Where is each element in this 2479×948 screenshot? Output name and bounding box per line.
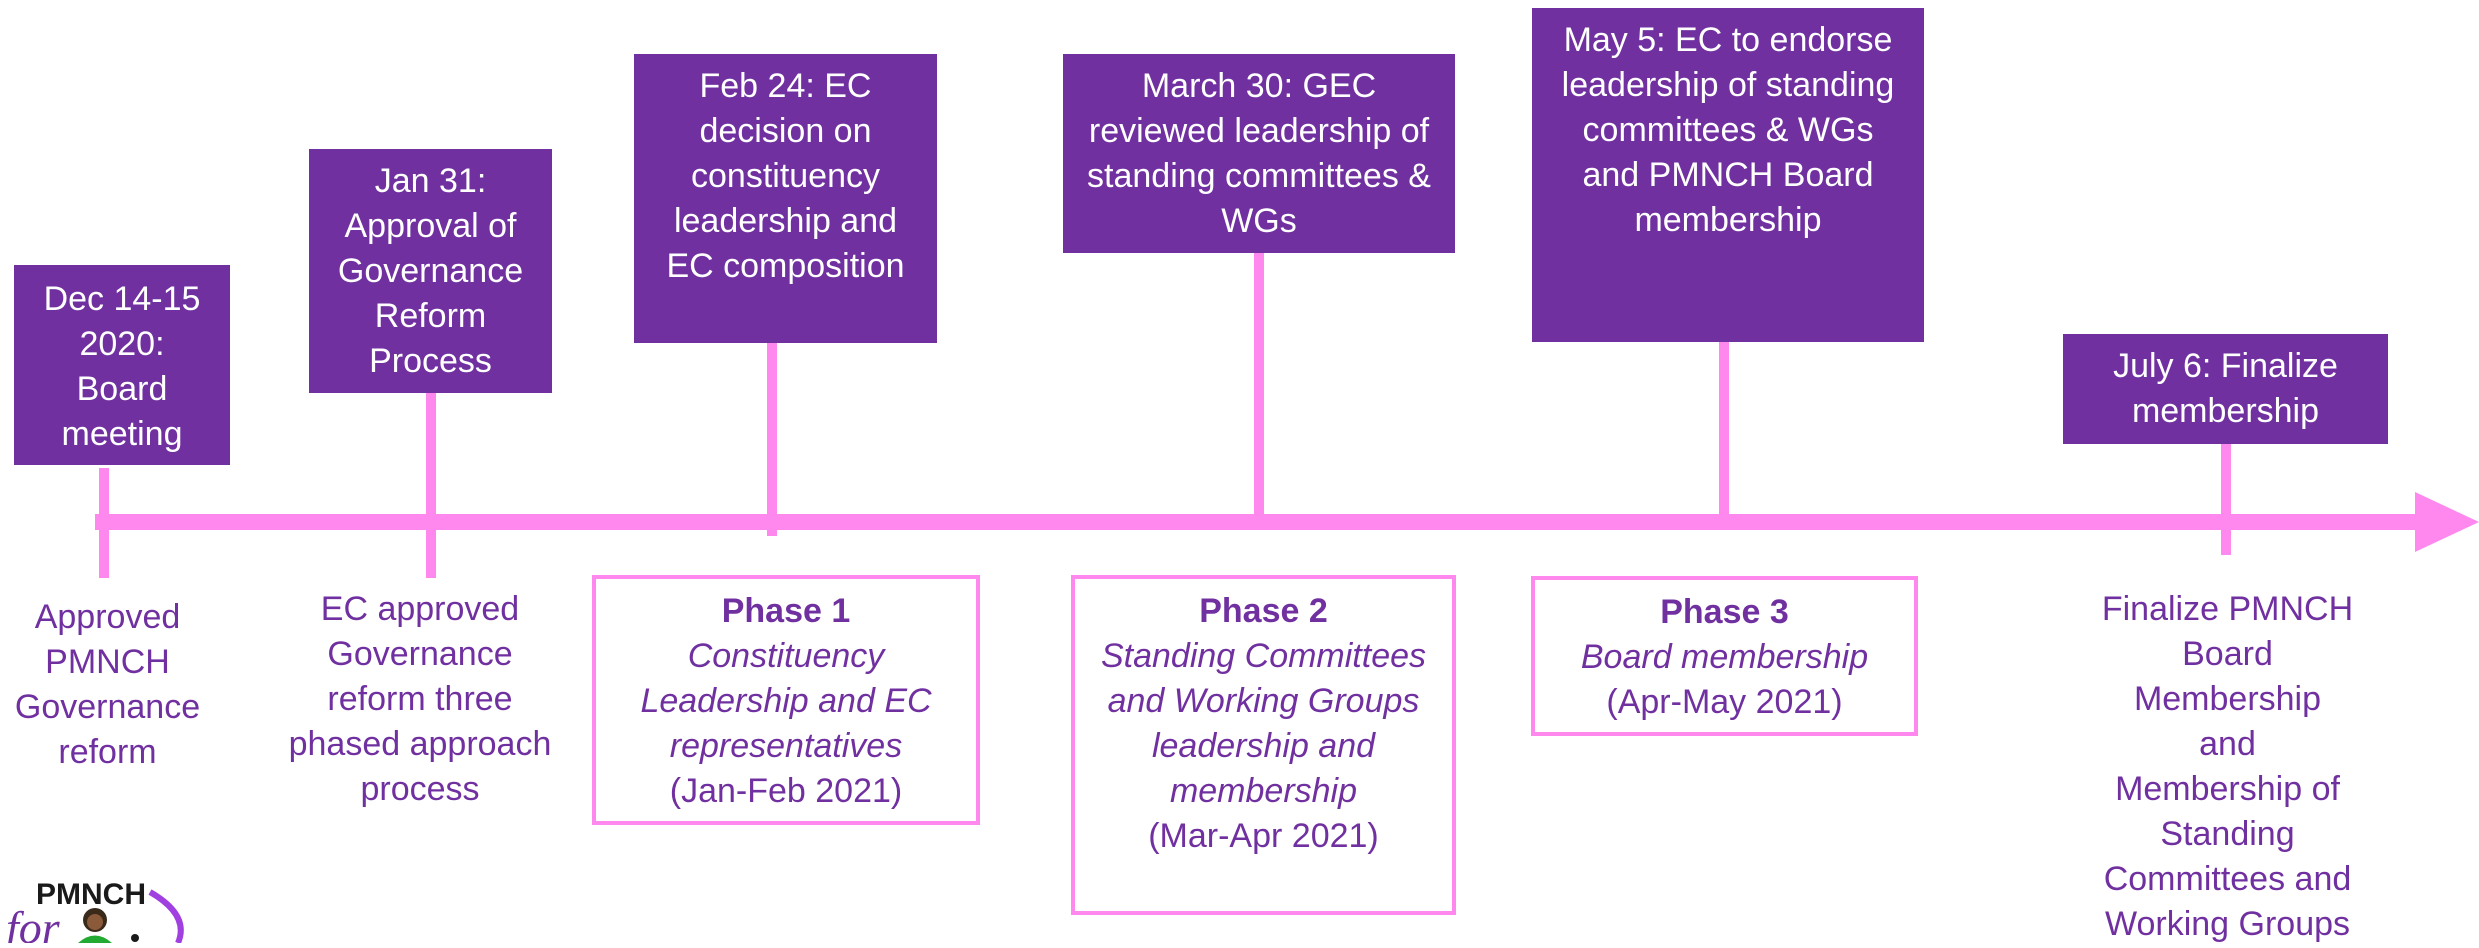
note-line: and xyxy=(2199,725,2256,763)
note-line: Membership of xyxy=(2115,770,2340,808)
phase-description-line: representatives xyxy=(669,727,903,765)
connector-jul xyxy=(2221,443,2231,555)
logo-for-text: for xyxy=(6,902,61,943)
note-line: Approved xyxy=(34,598,181,636)
milestone-line: May 5: EC to endorse xyxy=(1563,21,1893,59)
timeline-axis xyxy=(95,514,2425,530)
milestone-line: Approval of xyxy=(344,207,517,245)
connector-jan xyxy=(426,393,436,578)
phase-description-line: Standing Committees xyxy=(1100,637,1427,675)
note-line: phased approach xyxy=(288,725,552,763)
milestone-line: leadership of standing xyxy=(1561,66,1895,104)
milestone-line: March 30: GEC xyxy=(1141,67,1377,105)
phase-description: Board membership xyxy=(1535,635,1914,680)
note-line: Finalize PMNCH xyxy=(2101,590,2354,628)
milestone-line: Dec 14-15 xyxy=(43,280,201,318)
phase-1-box: Phase 1 Constituency Leadership and EC r… xyxy=(592,575,980,825)
milestone-may-5: May 5: EC to endorse leadership of stand… xyxy=(1532,8,1924,342)
note-approved-reform: Approved PMNCH Governance reform xyxy=(0,595,215,775)
note-line: reform three xyxy=(327,680,513,718)
milestone-line: decision on xyxy=(699,112,872,150)
note-line: Standing xyxy=(2160,815,2295,853)
milestone-line: leadership and xyxy=(673,202,898,240)
note-line: reform xyxy=(58,733,157,771)
milestone-line: Feb 24: EC xyxy=(699,67,872,105)
phase-title: Phase 2 xyxy=(1199,592,1328,630)
note-line: PMNCH xyxy=(45,643,170,681)
connector-may xyxy=(1719,342,1729,524)
note-ec-approved: EC approved Governance reform three phas… xyxy=(280,587,560,812)
note-line: EC approved xyxy=(320,590,520,628)
connector-dec xyxy=(99,468,109,578)
milestone-line: membership xyxy=(1634,201,1822,239)
milestone-line: 2020: xyxy=(79,325,165,363)
note-line: Membership xyxy=(2133,680,2322,718)
milestone-line: and PMNCH Board xyxy=(1582,156,1874,194)
phase-title: Phase 3 xyxy=(1660,593,1789,631)
milestone-line: EC composition xyxy=(666,247,905,285)
phase-description-line: Constituency xyxy=(687,637,885,675)
note-line: process xyxy=(360,770,480,808)
note-line: Working Groups xyxy=(2104,905,2351,943)
phase-description: Constituency Leadership and EC represent… xyxy=(596,634,976,769)
phase-2-box: Phase 2 Standing Committees and Working … xyxy=(1071,575,1456,915)
note-line: Governance xyxy=(14,688,201,726)
timeline-arrowhead xyxy=(2415,492,2479,552)
connector-mar xyxy=(1254,252,1264,516)
logo-text: PMNCH xyxy=(36,878,146,911)
phase-description: Standing Committees and Working Groups l… xyxy=(1075,634,1452,814)
phase-dates: (Mar-Apr 2021) xyxy=(1148,817,1379,855)
phase-dates: (Apr-May 2021) xyxy=(1606,683,1843,721)
milestone-line: Board xyxy=(76,370,168,408)
phase-description-line: membership xyxy=(1169,772,1358,810)
phase-title: Phase 1 xyxy=(721,592,851,630)
pmnch-logo: PMNCH for xyxy=(0,870,200,948)
milestone-line: committees & WGs xyxy=(1582,111,1874,149)
milestone-jan-31: Jan 31: Approval of Governance Reform Pr… xyxy=(309,149,552,393)
phase-description-line: and Working Groups xyxy=(1107,682,1420,720)
milestone-line: WGs xyxy=(1221,202,1297,240)
milestone-dec-2020: Dec 14-15 2020: Board meeting xyxy=(14,265,230,465)
milestone-march-30: March 30: GEC reviewed leadership of sta… xyxy=(1063,54,1455,253)
phase-dates: (Jan-Feb 2021) xyxy=(669,772,903,810)
milestone-line: July 6: Finalize xyxy=(2113,347,2338,385)
milestone-line: Governance xyxy=(337,252,524,290)
note-line: Board xyxy=(2182,635,2273,673)
milestone-feb-24: Feb 24: EC decision on constituency lead… xyxy=(634,54,937,343)
phase-description-line: leadership and xyxy=(1151,727,1376,765)
phase-3-box: Phase 3 Board membership (Apr-May 2021) xyxy=(1531,576,1918,736)
milestone-line: constituency xyxy=(691,157,880,195)
milestone-line: Reform xyxy=(374,297,487,335)
milestone-july-6: July 6: Finalize membership xyxy=(2063,334,2388,444)
milestone-line: reviewed leadership of xyxy=(1088,112,1430,150)
milestone-line: standing committees & xyxy=(1087,157,1431,195)
milestone-line: Process xyxy=(369,342,492,380)
note-line: Committees and xyxy=(2103,860,2352,898)
milestone-line: Jan 31: xyxy=(374,162,487,200)
connector-feb xyxy=(767,342,777,536)
phase-description-line: Leadership and EC xyxy=(640,682,932,720)
note-line: Governance xyxy=(327,635,513,673)
note-finalize-membership: Finalize PMNCH Board Membership and Memb… xyxy=(2075,587,2380,947)
phase-description-line: Board membership xyxy=(1580,638,1869,676)
milestone-line: membership xyxy=(2131,392,2320,430)
milestone-line: meeting xyxy=(61,415,183,453)
